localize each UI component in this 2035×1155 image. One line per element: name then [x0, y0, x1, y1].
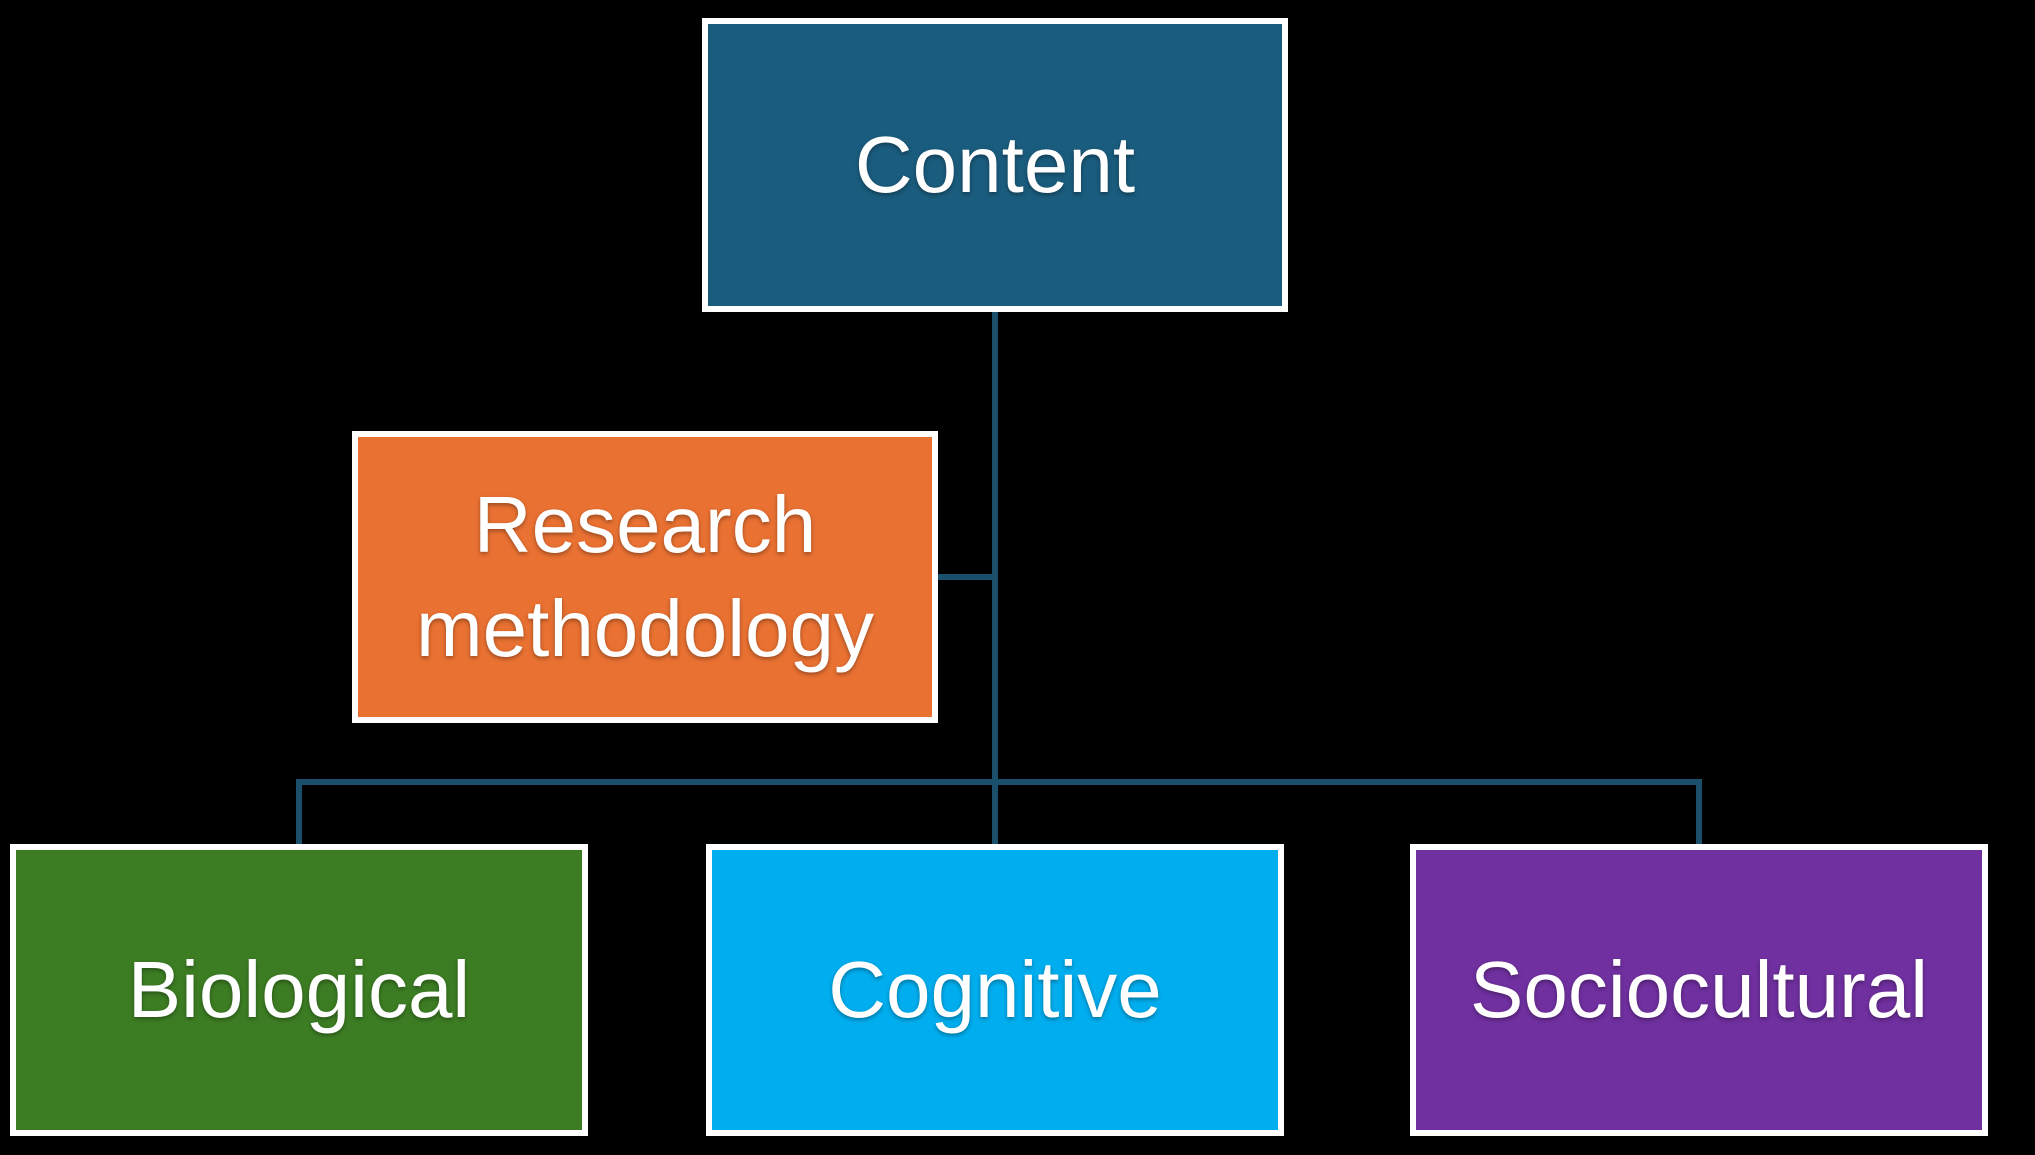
connector-drop-biological [296, 779, 302, 844]
node-sociocultural: Sociocultural [1410, 844, 1988, 1136]
node-research-methodology-label: Research methodology [415, 480, 875, 673]
node-content-label: Content [854, 120, 1136, 209]
node-cognitive-label: Cognitive [828, 945, 1162, 1034]
node-biological-label: Biological [127, 945, 471, 1034]
connector-research-branch [938, 574, 996, 580]
node-research-methodology: Research methodology [352, 431, 938, 723]
node-cognitive: Cognitive [706, 844, 1284, 1136]
node-content: Content [702, 18, 1288, 312]
node-biological: Biological [10, 844, 588, 1136]
node-sociocultural-label: Sociocultural [1469, 945, 1928, 1034]
connector-drop-sociocultural [1696, 779, 1702, 844]
connector-crossbar [296, 779, 1702, 785]
